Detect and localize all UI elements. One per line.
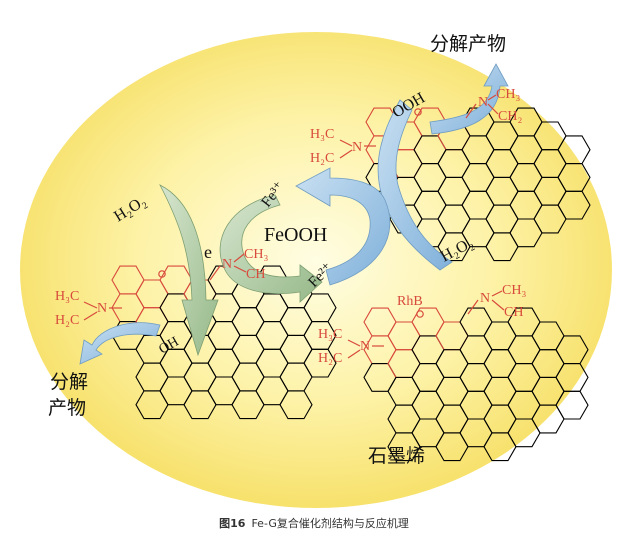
molecule-top: H₃C H₂C N N CH₃ CH₂: [310, 87, 522, 166]
methyl-left-lower: H₂C: [310, 151, 334, 166]
methyl-right-lower: CH: [246, 267, 265, 282]
bond-line: [339, 149, 353, 159]
background-ellipse: [20, 32, 612, 508]
bond-line: [491, 290, 503, 297]
methyl-right-lower: CH: [504, 305, 523, 320]
graphene-sheet-bottom: [363, 307, 589, 462]
bond-line: [83, 311, 98, 321]
oxygen-atom: [158, 270, 166, 278]
bond-line: [209, 265, 221, 281]
bond-line: [347, 339, 361, 347]
arrow-feooh-to-fe2: [219, 194, 323, 303]
nitrogen-atom-right: N: [478, 95, 488, 110]
methyl-right-upper: CH₃: [502, 283, 526, 298]
hexagon-ring: [279, 390, 313, 420]
methyl-left-lower: H₂C: [318, 351, 342, 366]
molecule-left: H₃C H₂C N N CH₃ CH: [55, 247, 268, 328]
methyl-right-lower: CH₂: [498, 109, 522, 124]
methyl-left-upper: H₃C: [55, 289, 79, 304]
nitrogen-atom-left: N: [97, 301, 107, 316]
bond-line: [465, 103, 477, 119]
label-rhb: RhB: [397, 294, 423, 309]
arrow-h2o2-down: [159, 184, 219, 357]
bond-line: [487, 103, 499, 115]
label-electron: e: [204, 242, 212, 262]
methyl-right-upper: CH₃: [496, 87, 520, 102]
figure-caption: 图16 Fe-G复合催化剂结构与反应机理: [0, 515, 628, 531]
label-products-left-2: 产物: [48, 397, 86, 419]
label-products-top: 分解产物: [430, 33, 506, 55]
label-feooh: FeOOH: [264, 224, 327, 246]
label-graphene: 石墨烯: [368, 445, 425, 467]
caption-text: Fe-G复合催化剂结构与反应机理: [251, 517, 409, 530]
nitrogen-atom-right: N: [480, 291, 490, 306]
bond-line: [83, 301, 98, 309]
nitrogen-atom-left: N: [352, 140, 362, 155]
methyl-left-upper: H₃C: [318, 327, 342, 342]
methyl-right-upper: CH₃: [244, 247, 268, 262]
nitrogen-atom-left: N: [360, 339, 370, 354]
bond-line: [339, 139, 353, 147]
bond-line: [491, 299, 505, 311]
bond-line: [233, 265, 247, 273]
molecule-bottom: H₃C H₂C N N CH₃ CH: [318, 283, 526, 366]
arrow-fe2-to-fe3: [295, 167, 391, 286]
caption-number: 图16: [219, 517, 246, 530]
label-products-left-1: 分解: [50, 371, 88, 393]
arrow-to-products-top: [429, 63, 509, 135]
nitrogen-atom-right: N: [222, 257, 232, 272]
methyl-left-upper: H₃C: [310, 127, 334, 142]
hexagon-ring: [555, 390, 589, 420]
bond-line: [233, 253, 245, 263]
bond-line: [467, 299, 479, 315]
bond-line: [487, 94, 497, 101]
methyl-left-lower: H₂C: [55, 313, 79, 328]
bond-line: [347, 349, 361, 359]
hexagon-ring: [303, 348, 337, 378]
oxygen-atom: [416, 310, 424, 318]
arrow-to-products-left: [79, 322, 161, 365]
hexagon-ring: [557, 190, 591, 220]
oxygen-atom: [414, 108, 422, 116]
